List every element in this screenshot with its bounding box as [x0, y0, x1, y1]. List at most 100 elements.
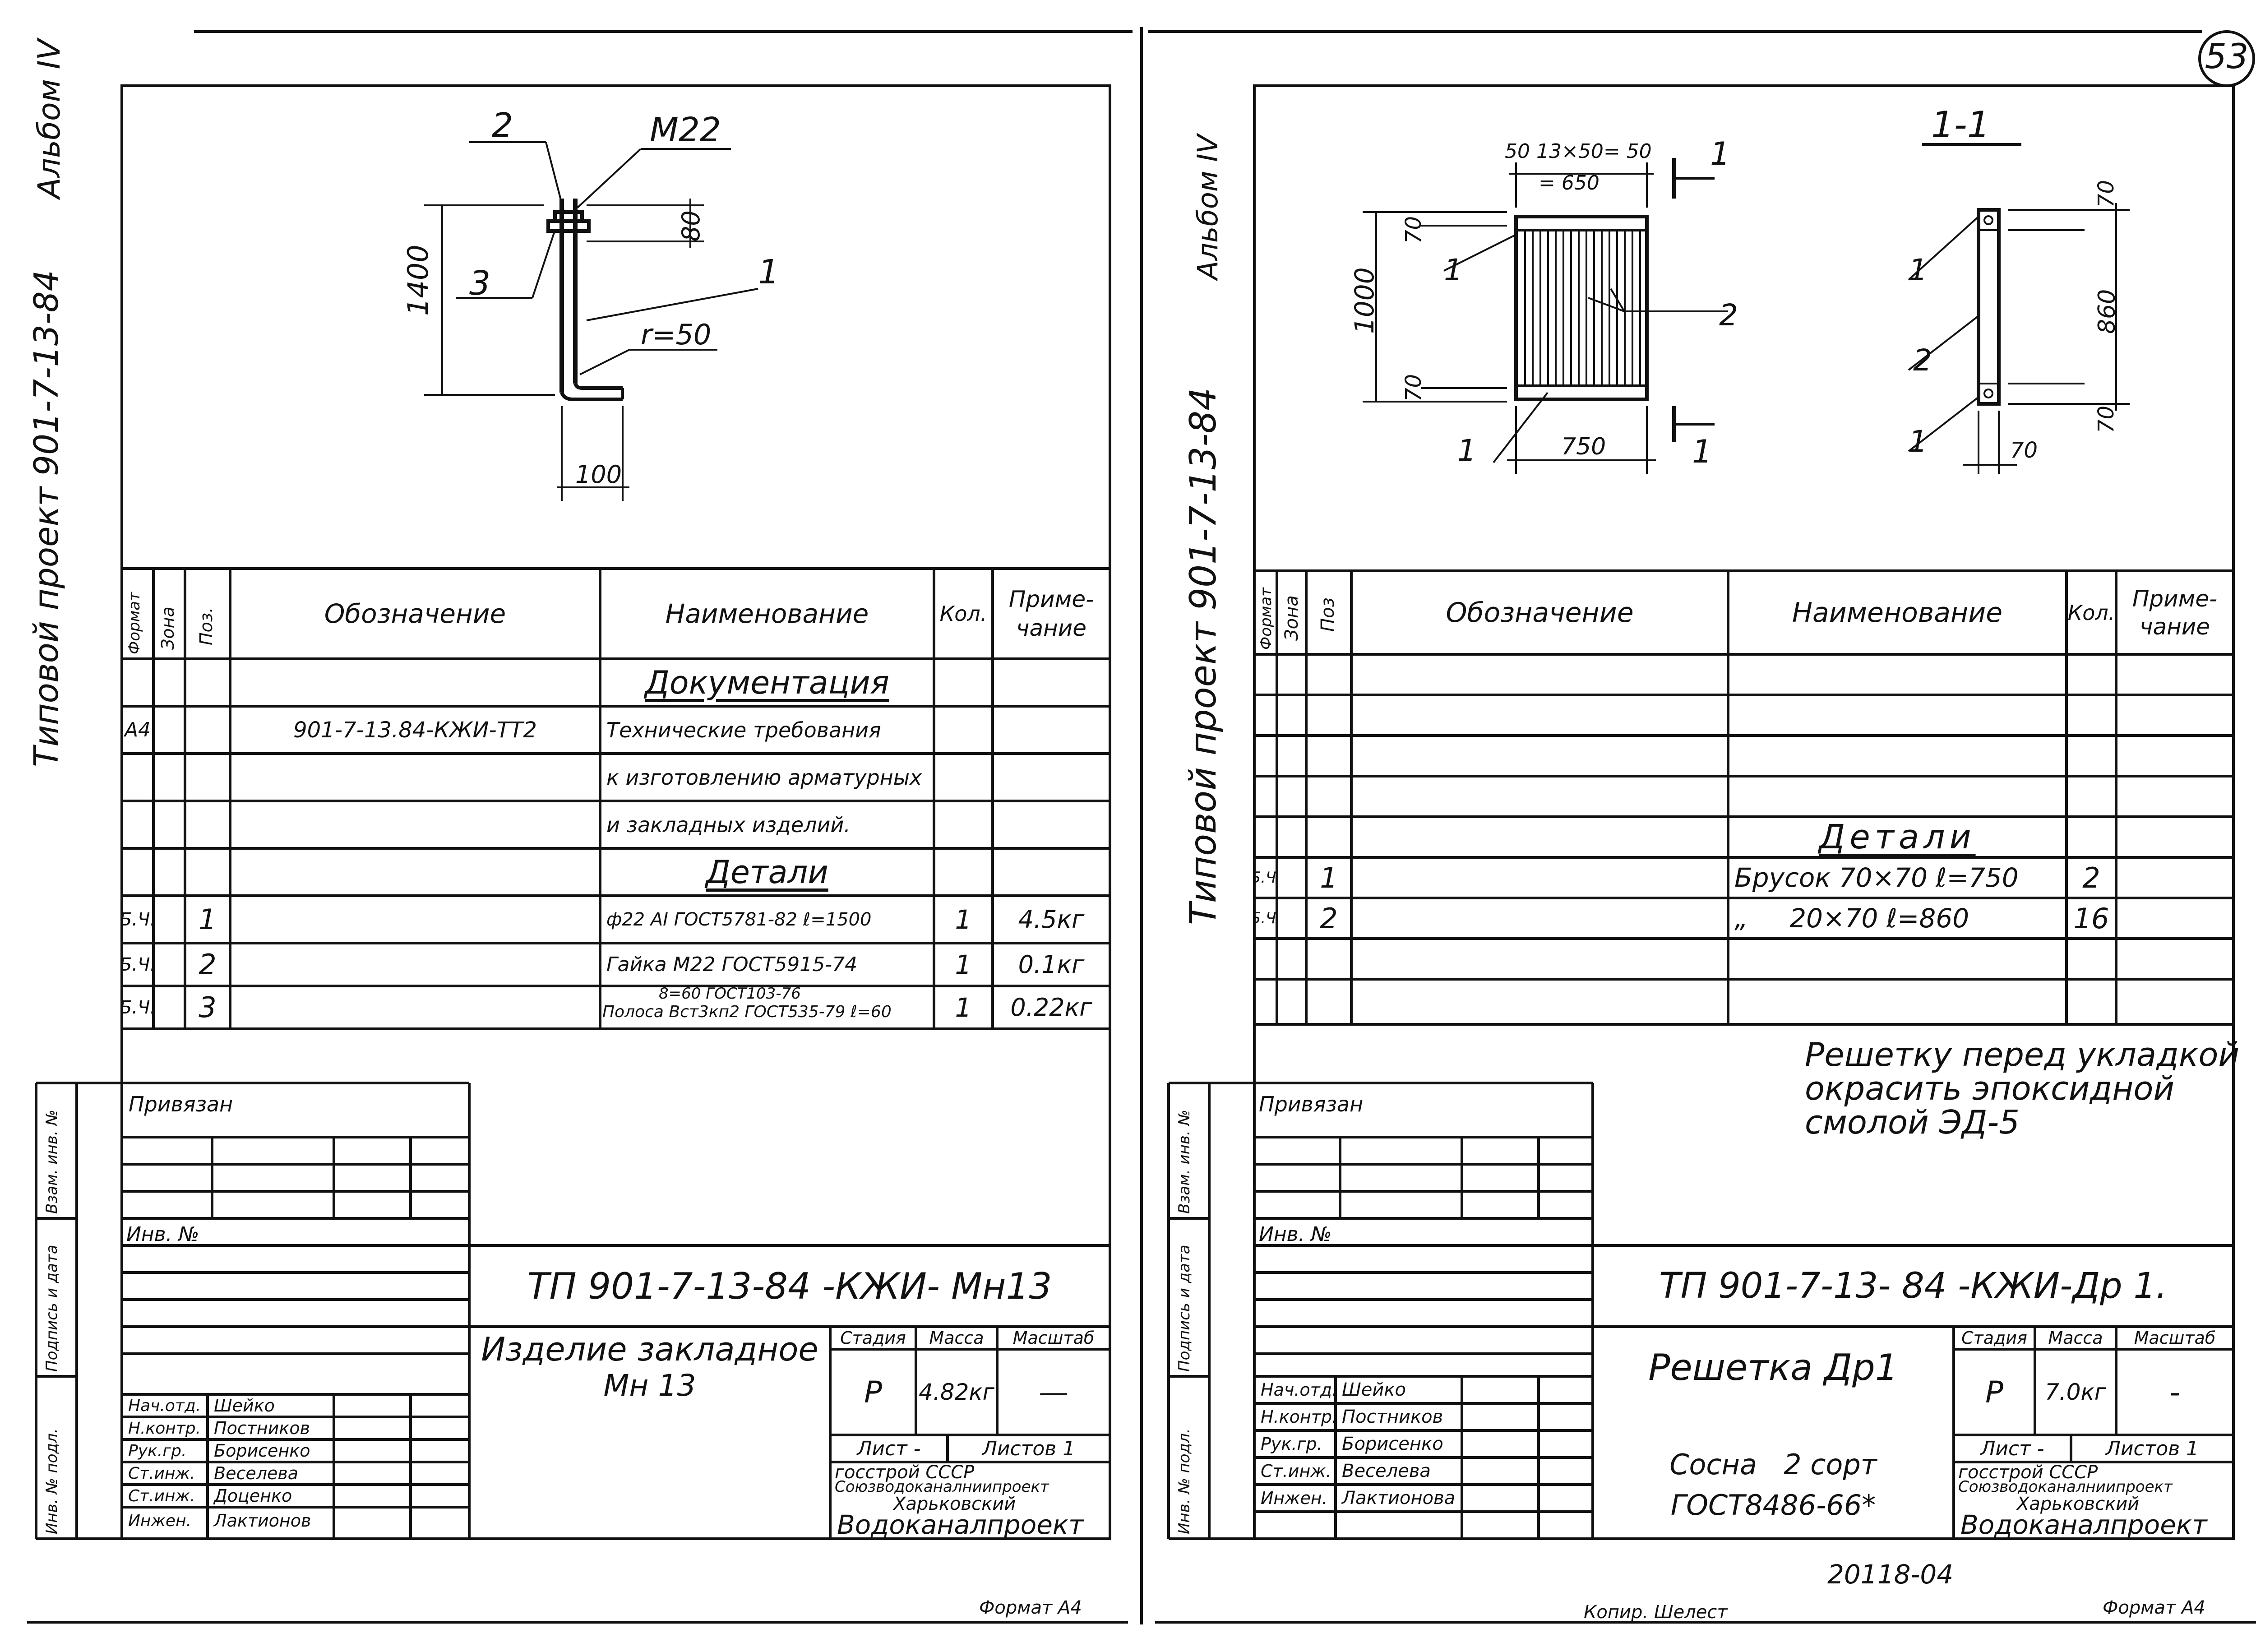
left-side-label-inv: Инв. № подл.: [43, 1428, 61, 1534]
right-staff-role-4: Ст.инж.: [1261, 1461, 1331, 1481]
left-row1-qty: 1: [955, 904, 972, 935]
right-staff-role-3: Рук.гр.: [1261, 1434, 1322, 1454]
left-spec-note-header: Приме-чание: [1008, 586, 1094, 641]
left-doc-name-line3: и закладных изделий.: [606, 812, 851, 837]
left-side-label-sign: Подпись и дата: [43, 1245, 61, 1372]
left-row2-qty: 1: [955, 949, 972, 980]
right-archive-no: 20118-04: [1827, 1559, 1954, 1590]
right-scale-header: Масштаб: [2134, 1328, 2216, 1348]
left-album-label: Альбом IV: [32, 39, 67, 199]
left-spec-pos-header: Поз.: [196, 607, 216, 645]
left-radius-label: r=50: [641, 318, 712, 351]
right-mass-value: 7.0кг: [2045, 1379, 2106, 1405]
right-stage-header: Стадия: [1961, 1328, 2027, 1348]
right-sheets-label: Листов 1: [2105, 1437, 2199, 1460]
left-row1-name: ф22 АI ГОСТ5781-82 ℓ=1500: [606, 909, 872, 930]
left-staff-name-4: Веселева: [214, 1463, 299, 1483]
right-row1-format: Б.Ч.: [1254, 869, 1277, 887]
left-spec-zone-header: Зона: [158, 606, 178, 650]
left-doc-format: А4: [124, 718, 151, 741]
right-note-line1: Решетку перед укладкой: [1805, 1036, 2240, 1074]
right-section-mark-top: 1: [1710, 135, 1730, 172]
left-staff-role-3: Рук.гр.: [128, 1441, 187, 1460]
left-sheets-label: Листов 1: [982, 1437, 1076, 1460]
right-staff-name-4: Веселева: [1342, 1461, 1431, 1481]
right-staff-role-5: Инжен.: [1261, 1488, 1327, 1508]
left-doc-code: ТП 901-7-13-84 -КЖИ- Мн13: [527, 1265, 1052, 1307]
left-staff-role-6: Инжен.: [128, 1511, 192, 1530]
right-dim-70b: 70: [1401, 374, 1426, 402]
right-material-line1: Сосна 2 сорт: [1669, 1448, 1877, 1480]
left-row3-note: 0.22кг: [1010, 993, 1092, 1022]
left-spec-format-header: Формат: [125, 592, 143, 654]
right-spec-designation-header: Обозначение: [1446, 597, 1634, 629]
right-spec-note-header: Приме-чание: [2132, 585, 2218, 640]
left-org-line1: госстрой СССР: [835, 1462, 975, 1483]
page-number: 53: [2205, 36, 2249, 76]
left-staff-role-5: Ст.инж.: [128, 1486, 195, 1505]
left-format-label: Формат А4: [979, 1597, 1082, 1618]
right-section-mark-bottom: 1: [1692, 433, 1712, 470]
left-doc-name-line1: Технические требования: [606, 717, 881, 742]
left-dim-100: 100: [575, 460, 622, 489]
left-row1-note: 4.5кг: [1018, 905, 1085, 934]
right-staff-name-1: Шейко: [1342, 1379, 1406, 1400]
left-attached-label: Привязан: [129, 1092, 233, 1116]
left-stage-header: Стадия: [840, 1328, 906, 1348]
right-note-line2: окрасить эпоксидной: [1805, 1069, 2175, 1107]
left-mass-value: 4.82кг: [919, 1379, 994, 1405]
right-note-line3: смолой ЭД-5: [1805, 1103, 2020, 1141]
right-doc-code: ТП 901-7-13- 84 -КЖИ-Др 1.: [1659, 1266, 2167, 1306]
right-section-title: 1-1: [1931, 104, 1990, 146]
left-row3-name-bottom: Полоса Вст3кп2 ГОСТ535-79 ℓ=60: [602, 1003, 892, 1021]
left-thread-label: M22: [650, 111, 721, 149]
left-staff-role-1: Нач.отд.: [128, 1396, 201, 1415]
right-dim-70e: 70: [2010, 438, 2038, 463]
left-scale-header: Масштаб: [1012, 1328, 1095, 1348]
right-staff-role-2: Н.контр.: [1261, 1407, 1336, 1427]
right-top-dims: 50 13×50= 50: [1505, 140, 1652, 163]
left-title-line2: Мн 13: [603, 1368, 696, 1403]
left-dim-1400: 1400: [402, 245, 435, 316]
right-row2-format: Б.Ч.: [1254, 909, 1277, 927]
right-inv-no-label: Инв. №: [1259, 1223, 1332, 1246]
right-row1-qty: 2: [2082, 861, 2100, 894]
left-row3-name-top: 8=60 ГОСТ103-76: [659, 985, 801, 1003]
left-section-docs: Документация: [645, 664, 889, 701]
right-stage-value: Р: [1985, 1374, 2003, 1410]
left-dim-80: 80: [677, 210, 705, 241]
left-doc-designation: 901-7-13.84-КЖИ-ТТ2: [293, 717, 537, 743]
left-scale-value: —: [1039, 1374, 1068, 1410]
left-row3-format: Б.Ч.: [122, 997, 153, 1018]
right-spec-qty-header: Кол.: [2067, 600, 2115, 625]
right-mass-header: Масса: [2048, 1328, 2103, 1348]
left-staff-name-2: Постников: [214, 1418, 310, 1438]
right-title: Решетка Др1: [1648, 1346, 1898, 1388]
left-side-label-repl: Взам. инв. №: [43, 1110, 61, 1214]
right-section-details: Детали: [1819, 818, 1976, 856]
left-org-line3: Харьковский: [893, 1494, 1016, 1514]
right-org-line4: Водоканалпроект: [1960, 1509, 2207, 1540]
left-row3-pos: 3: [199, 991, 217, 1024]
right-side-label-repl: Взам. инв. №: [1175, 1110, 1193, 1214]
left-spec-name-header: Наименование: [665, 598, 869, 629]
right-row2-pos: 2: [1320, 902, 1338, 935]
left-org-line2: Союзводоканалниипроект: [835, 1478, 1049, 1496]
right-scale-value: -: [2169, 1374, 2180, 1410]
left-project-side-label: Типовой проект 901-7-13-84: [27, 270, 66, 767]
right-top-dims2: = 650: [1539, 171, 1600, 194]
right-sheet-label: Лист -: [1980, 1437, 2044, 1460]
left-staff-name-1: Шейко: [214, 1396, 275, 1416]
right-pos-2b: 2: [1913, 343, 1932, 378]
right-staff-name-3: Борисенко: [1342, 1434, 1443, 1454]
right-dim-70d: 70: [2094, 405, 2119, 433]
right-spec-name-header: Наименование: [1792, 597, 2003, 629]
right-side-label-inv: Инв. № подл.: [1175, 1428, 1193, 1534]
left-row2-format: Б.Ч.: [122, 954, 153, 975]
right-dim-750: 750: [1561, 433, 1606, 460]
left-row1-pos: 1: [199, 903, 217, 936]
right-album-label: Альбом IV: [1191, 134, 1224, 280]
right-attached-label: Привязан: [1259, 1092, 1364, 1116]
left-title-line1: Изделие закладное: [481, 1330, 818, 1368]
left-sheet-label: Лист -: [857, 1437, 921, 1460]
